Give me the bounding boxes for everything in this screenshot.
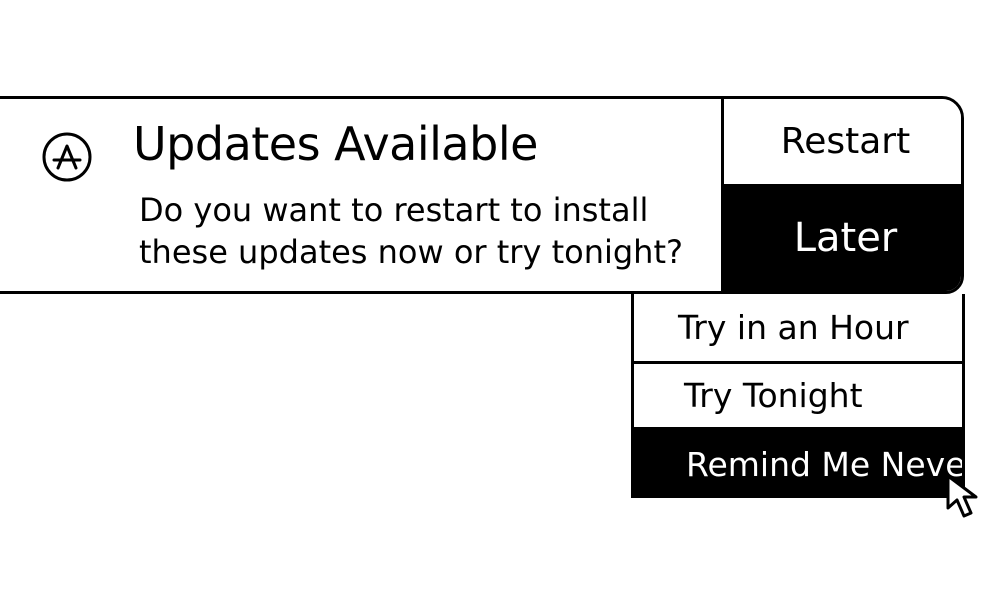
notification-actions: Restart Later [721, 99, 961, 291]
later-button[interactable]: Later [724, 187, 961, 291]
later-dropdown-menu: Try in an Hour Try Tonight Remind Me Nev… [631, 294, 965, 498]
menu-item-try-in-an-hour[interactable]: Try in an Hour [634, 294, 962, 364]
menu-item-try-tonight[interactable]: Try Tonight [634, 364, 962, 430]
notification-title: Updates Available [133, 117, 538, 171]
menu-item-remind-me-never[interactable]: Remind Me Never [634, 430, 962, 495]
notification-message: Do you want to restart to install these … [139, 191, 683, 271]
arrow-cursor-icon [944, 472, 992, 524]
update-notification: Updates Available Do you want to restart… [0, 96, 964, 294]
restart-button[interactable]: Restart [724, 99, 961, 187]
app-store-icon [41, 131, 93, 183]
